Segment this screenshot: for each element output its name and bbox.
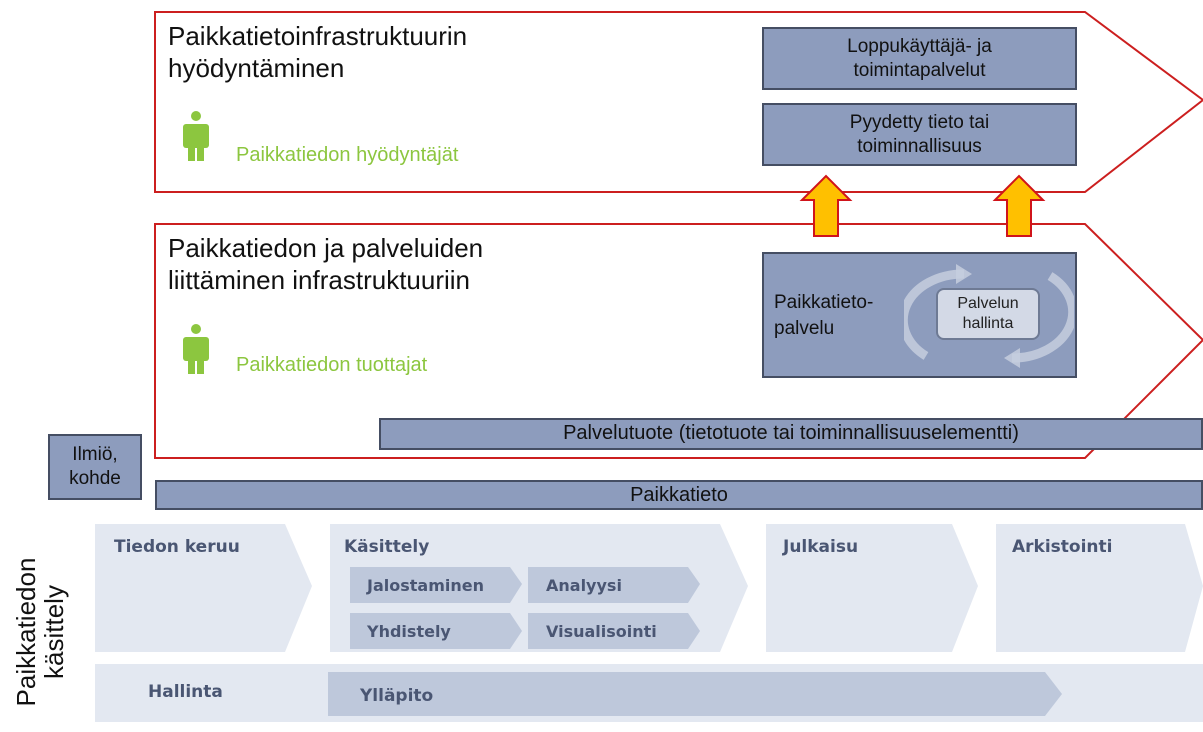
middle-title-line1: Paikkatiedon ja palveluiden bbox=[168, 233, 484, 263]
requested-data-line2: toiminnallisuus bbox=[857, 135, 982, 157]
top-title-line2: hyödyntäminen bbox=[168, 53, 345, 83]
phenomenon-line2: kohde bbox=[69, 468, 121, 489]
requested-data-box: Pyydetty tieto tai toiminnallisuus bbox=[762, 103, 1077, 166]
stage-shape-archive bbox=[996, 524, 1203, 652]
middle-title-line2: liittäminen infrastruktuuriin bbox=[168, 265, 471, 295]
maintenance-label: Ylläpito bbox=[360, 686, 434, 706]
stage-archive-label: Arkistointi bbox=[1012, 537, 1113, 557]
end-user-services-box: Loppukäyttäjä- ja toimintapalvelut bbox=[762, 27, 1077, 90]
substep-shape-visualize bbox=[528, 613, 700, 649]
up-arrow-left bbox=[799, 174, 853, 237]
top-title-line1: Paikkatietoinfrastruktuurin bbox=[168, 21, 468, 51]
geodata-service-box: Paikkatieto- palvelu Palvelun hallinta bbox=[762, 252, 1077, 378]
substep-analysis-label: Analyysi bbox=[546, 576, 622, 595]
substep-refine-label: Jalostaminen bbox=[367, 576, 484, 595]
producers-actor-label: Paikkatiedon tuottajat bbox=[236, 354, 428, 376]
end-user-services-line1: Loppukäyttäjä- ja bbox=[847, 35, 992, 57]
user-icon-middle bbox=[183, 324, 209, 374]
stage-shape-publish bbox=[766, 524, 978, 652]
process-side-label-line1: Paikkatiedon bbox=[11, 557, 41, 707]
top-section-title: Paikkatietoinfrastruktuurin hyödyntämine… bbox=[168, 20, 467, 84]
service-management-line2: hallinta bbox=[962, 315, 1014, 332]
service-product-bar: Palvelutuote (tietotuote tai toiminnalli… bbox=[379, 418, 1203, 450]
geodata-bar: Paikkatieto bbox=[155, 480, 1203, 510]
end-user-services-line2: toimintapalvelut bbox=[853, 59, 986, 81]
user-icon-top bbox=[183, 111, 209, 161]
service-management-box: Palvelun hallinta bbox=[936, 288, 1040, 340]
process-side-label-line2: käsittely bbox=[39, 585, 69, 679]
substep-shape-analysis bbox=[528, 567, 700, 603]
management-label: Hallinta bbox=[148, 682, 223, 702]
phenomenon-box: Ilmiö, kohde bbox=[48, 434, 142, 500]
middle-section-title: Paikkatiedon ja palveluiden liittäminen … bbox=[168, 232, 483, 296]
stage-process-label: Käsittely bbox=[344, 537, 430, 557]
geodata-service-line2: palvelu bbox=[774, 318, 835, 339]
phenomenon-line1: Ilmiö, bbox=[72, 444, 118, 465]
requested-data-line1: Pyydetty tieto tai bbox=[849, 111, 990, 133]
substep-combine-label: Yhdistely bbox=[367, 622, 451, 641]
substep-shape-refine bbox=[350, 567, 522, 603]
geodata-service-label: Paikkatieto- palvelu bbox=[774, 290, 873, 342]
substep-visualize-label: Visualisointi bbox=[546, 622, 657, 641]
stage-collect-label: Tiedon keruu bbox=[114, 537, 240, 557]
geodata-service-line1: Paikkatieto- bbox=[774, 292, 874, 313]
up-arrow-right bbox=[992, 174, 1046, 237]
users-actor-label: Paikkatiedon hyödyntäjät bbox=[236, 144, 459, 166]
substep-shape-combine bbox=[350, 613, 522, 649]
cycle-arrows-icon bbox=[904, 264, 1074, 368]
service-management-line1: Palvelun bbox=[957, 295, 1019, 312]
stage-publish-label: Julkaisu bbox=[783, 537, 859, 557]
maintenance-arrow-shape bbox=[328, 672, 1062, 716]
stage-shape-collect bbox=[95, 524, 312, 652]
